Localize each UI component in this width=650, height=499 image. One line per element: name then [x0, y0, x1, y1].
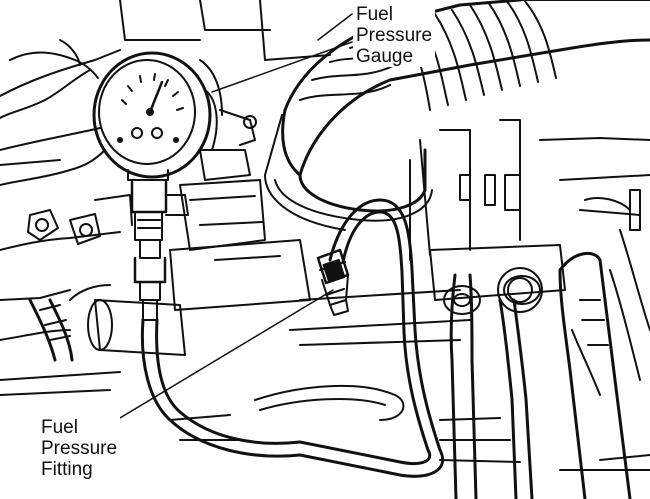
callout-leaders — [109, 13, 353, 425]
hand-outline — [0, 39, 106, 186]
fuel-pressure-fitting-illustration — [316, 248, 350, 316]
callout-fuel-pressure-fitting: Fuel Pressure Fitting — [38, 417, 121, 480]
callout-fitting-line-3: Fitting — [41, 459, 93, 480]
intake-duct — [264, 0, 650, 231]
plug-wires-right — [443, 229, 650, 499]
callout-fitting-line-2: Pressure — [41, 438, 118, 459]
engine-background — [0, 0, 650, 471]
fitting-and-hose-left — [69, 239, 302, 458]
fuel-hose-right — [254, 198, 444, 478]
callout-gauge-line-2: Pressure — [356, 25, 433, 46]
callout-gauge-line-3: Gauge — [356, 46, 414, 67]
callout-fuel-pressure-gauge: Fuel Pressure Gauge — [353, 4, 436, 67]
callout-fitting-line-1: Fuel — [41, 417, 78, 438]
callout-gauge-line-1: Fuel — [356, 4, 393, 25]
pressure-gauge-illustration — [92, 51, 257, 241]
